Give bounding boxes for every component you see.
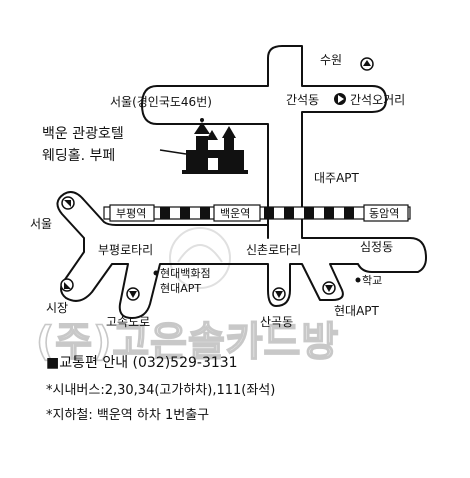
road-outline (56, 45, 427, 319)
label-gansuk: 간석동 (286, 93, 319, 107)
direction-arrow-icon (272, 287, 286, 301)
label-sangok: 산곡동 (260, 315, 293, 329)
label-simjeong: 심정동 (360, 240, 393, 254)
transport-bus-line: *시내버스:2,30,34(고가하차),111(좌석) (46, 383, 276, 398)
station-bupyeong: 부평역 (109, 204, 155, 222)
station-bupyeong-label: 부평역 (116, 207, 146, 220)
label-sinchon-rotary: 신촌로타리 (246, 243, 301, 257)
label-seoul-north: 서울(경인국도46번) (110, 95, 212, 109)
hotel-name-line2: 웨딩홀. 부페 (42, 148, 115, 164)
direction-arrow-icon (60, 278, 74, 292)
direction-arrow-icon (126, 287, 140, 301)
direction-arrow-icon (360, 57, 374, 71)
label-hyundai-dept: 현대백화점 (160, 267, 211, 280)
hotel-pointer (159, 149, 187, 155)
station-dongam: 동암역 (363, 204, 409, 222)
hotel-name-line1: 백운 관광호텔 (42, 126, 124, 142)
station-dongam-label: 동암역 (369, 207, 399, 220)
school-dot-icon (355, 277, 361, 283)
station-baegun-label: 백운역 (220, 207, 250, 220)
watermark-text: (주)고은솔카드방 (36, 319, 339, 365)
road-network (56, 45, 427, 319)
label-hyundai-apt-2: 현대APT (334, 304, 380, 318)
label-gosok-doro: 고속도로 (106, 315, 150, 329)
label-school: 학교 (362, 274, 382, 287)
label-seoul-west: 서울 (30, 217, 52, 231)
label-sijang: 시장 (46, 301, 68, 315)
store-dot-icon (153, 270, 159, 276)
label-bupyeong-rotary: 부평로타리 (98, 243, 153, 257)
label-daeju-apt: 대주APT (314, 171, 360, 185)
hotel-building-icon (182, 118, 248, 174)
label-hyundai-apt-1: 현대APT (160, 282, 201, 295)
label-gansuk-ogeori: 간석오거리 (350, 93, 405, 107)
label-suwon: 수원 (320, 53, 342, 67)
transport-phone-line: ■교통편 안내 (032)529-3131 (46, 355, 238, 371)
direction-arrow-icon (322, 281, 336, 295)
station-baegun: 백운역 (213, 204, 261, 222)
direction-arrow-icon (334, 93, 346, 105)
watermark-emblem (169, 227, 231, 289)
direction-arrow-icon (61, 196, 75, 210)
transport-subway-line: *지하철: 백운역 하차 1번출구 (46, 408, 210, 423)
